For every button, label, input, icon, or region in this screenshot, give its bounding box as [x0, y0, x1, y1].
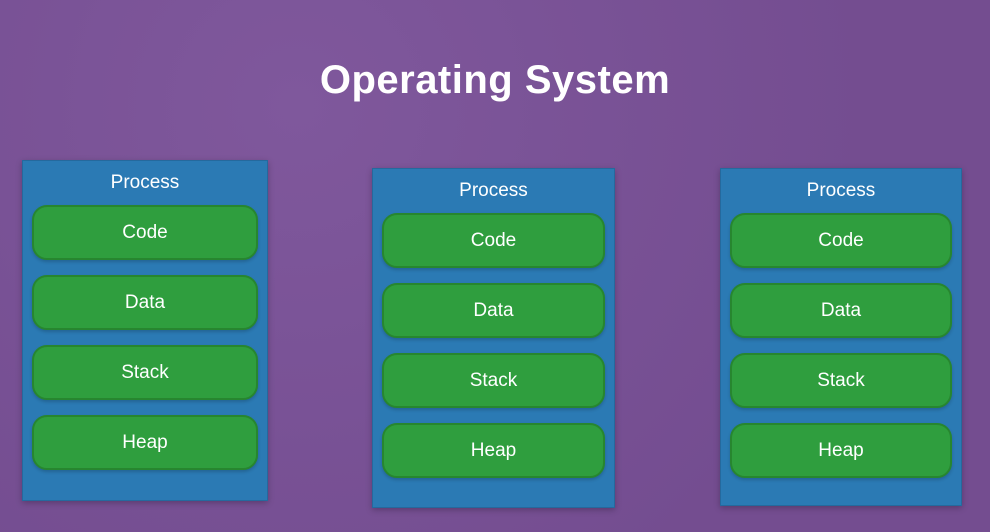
section-code: Code — [32, 205, 258, 260]
process-title: Process — [459, 180, 528, 201]
section-heap: Heap — [32, 415, 258, 470]
section-data: Data — [382, 283, 605, 338]
process-title: Process — [110, 172, 180, 193]
section-code: Code — [382, 213, 605, 268]
process-sections: Code Data Stack Heap — [32, 205, 258, 470]
section-data: Data — [32, 275, 258, 330]
section-stack: Stack — [730, 353, 952, 408]
section-heap: Heap — [382, 423, 605, 478]
section-heap: Heap — [730, 423, 952, 478]
section-stack: Stack — [32, 345, 258, 400]
section-stack: Stack — [382, 353, 605, 408]
process-box-3: Process Code Data Stack Heap — [720, 168, 962, 506]
process-box-2: Process Code Data Stack Heap — [372, 168, 615, 508]
section-data: Data — [730, 283, 952, 338]
process-box-1: Process Code Data Stack Heap — [22, 160, 268, 501]
process-sections: Code Data Stack Heap — [730, 213, 952, 478]
process-sections: Code Data Stack Heap — [382, 213, 605, 478]
section-code: Code — [730, 213, 952, 268]
page-title: Operating System — [319, 58, 671, 102]
process-title: Process — [806, 180, 876, 201]
